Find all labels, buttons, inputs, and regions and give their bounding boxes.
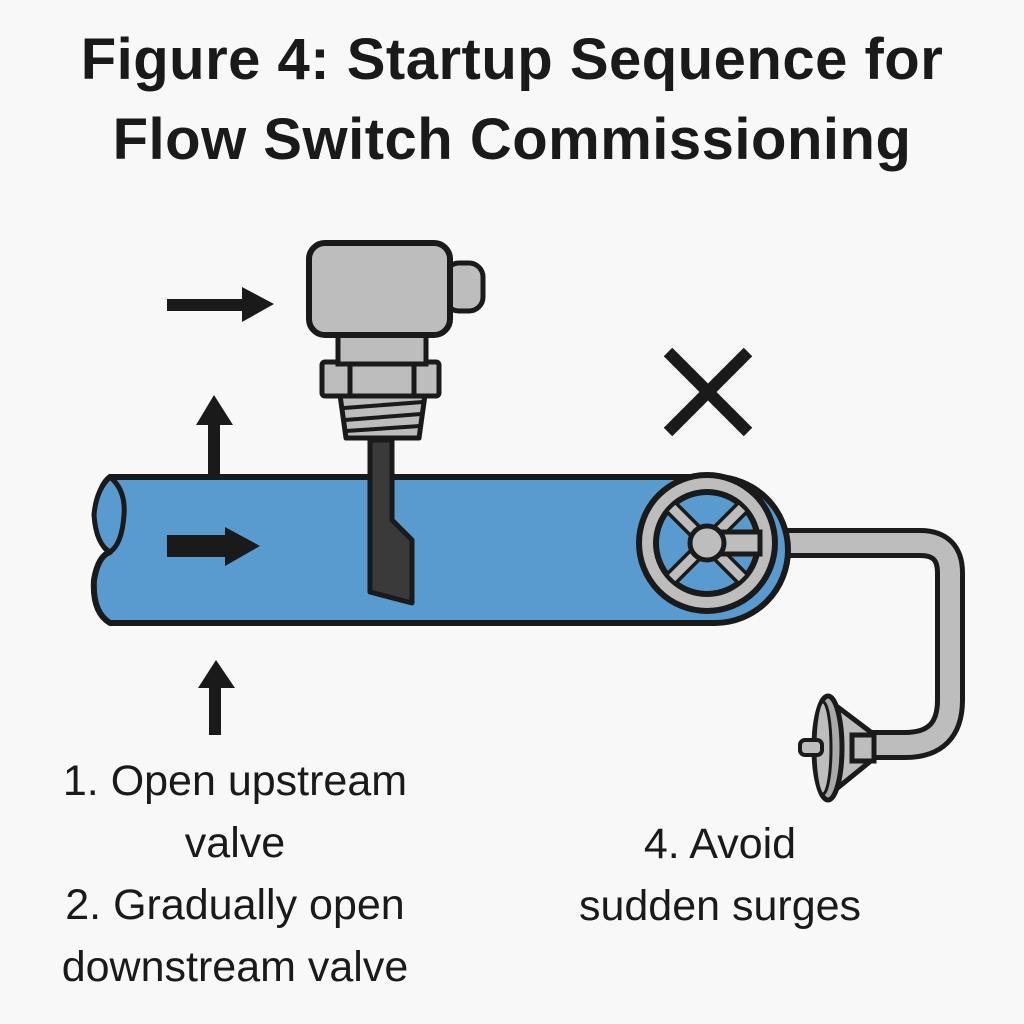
pipe — [90, 473, 791, 626]
flow-direction-arrow — [167, 527, 260, 566]
outlet-pipe — [770, 528, 965, 760]
step-2-line-1: 2. Gradually open — [65, 881, 405, 929]
arrow-right-icon — [167, 287, 274, 322]
title-line-1: Figure 4: Startup Sequence for — [80, 27, 944, 92]
step-4-line-1: 4. Avoid — [643, 820, 797, 868]
step-1-line-2: valve — [184, 819, 286, 867]
step-2-line-2: downstream valve — [61, 943, 409, 991]
pipe-end-cutaway — [91, 473, 127, 555]
x-mark-icon — [663, 347, 753, 437]
step-4-line-2: sudden surges — [578, 882, 862, 930]
steps-label: 1. Open upstream valve 2. Gradually open… — [20, 750, 450, 998]
flow-switch — [306, 240, 486, 606]
step-1-line-1: 1. Open upstream — [62, 757, 408, 805]
title-line-2: Flow Switch Commissioning — [112, 107, 912, 172]
step-4-label: 4. Avoid sudden surges — [540, 813, 900, 937]
arrow-up-icon — [198, 660, 235, 735]
hex-nut — [319, 359, 442, 399]
switch-housing — [306, 240, 453, 338]
figure-title: Figure 4: Startup Sequence for Flow Swit… — [0, 20, 1024, 180]
arrow-up-icon — [196, 395, 233, 479]
drain-outlet-icon — [798, 693, 877, 803]
valve-handwheel-icon — [636, 472, 778, 614]
